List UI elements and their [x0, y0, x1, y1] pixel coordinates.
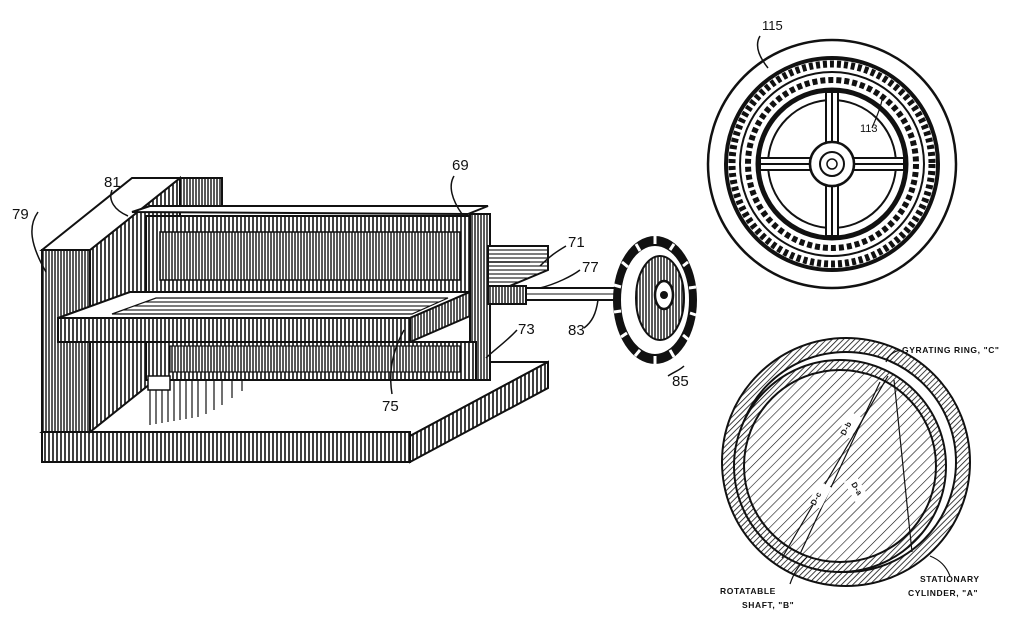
tray-front: [57, 317, 411, 343]
diameter-lines: [781, 375, 913, 559]
label-73: 73: [518, 321, 535, 338]
leader-lines: [31, 175, 685, 395]
label-113: 113: [860, 123, 878, 135]
label-85: 85: [672, 373, 689, 390]
label-81: 81: [104, 174, 121, 191]
label-79: 79: [12, 206, 29, 223]
gear-85: [613, 236, 697, 364]
tray-side: [409, 290, 471, 344]
toothed-ring: [728, 60, 936, 268]
upper-frame-top: [131, 205, 489, 216]
rotatable-shaft-b: [743, 369, 937, 563]
base-plate-side: [409, 360, 549, 464]
lower-frame-window: [169, 345, 461, 373]
foot-block: [147, 375, 171, 391]
section-figure: D-b D-c D-a GYRATING RING, "C" ROTATABLE…: [720, 337, 1000, 610]
base-plate-front: [41, 431, 411, 463]
ring-figure: 115 113: [706, 18, 958, 290]
tray-inner: [111, 297, 449, 315]
label-69: 69: [452, 157, 469, 174]
label-115: 115: [762, 18, 783, 33]
label-shaft: SHAFT, "B": [742, 600, 794, 610]
machine-figure: 79 81 69 71 77 73 75 83 85: [12, 157, 697, 464]
label-71: 71: [568, 234, 585, 251]
shaft-collar: [487, 285, 527, 305]
upper-frame-window: [159, 231, 461, 281]
label-rotatable: ROTATABLE: [720, 586, 776, 596]
label-cylinder: CYLINDER, "A": [908, 588, 978, 598]
slide-71: [487, 245, 549, 291]
label-gyrating-ring: GYRATING RING, "C": [902, 345, 1000, 355]
label-stationary: STATIONARY: [920, 574, 980, 584]
label-75: 75: [382, 398, 399, 415]
label-77: 77: [582, 259, 599, 276]
label-83: 83: [568, 322, 585, 339]
